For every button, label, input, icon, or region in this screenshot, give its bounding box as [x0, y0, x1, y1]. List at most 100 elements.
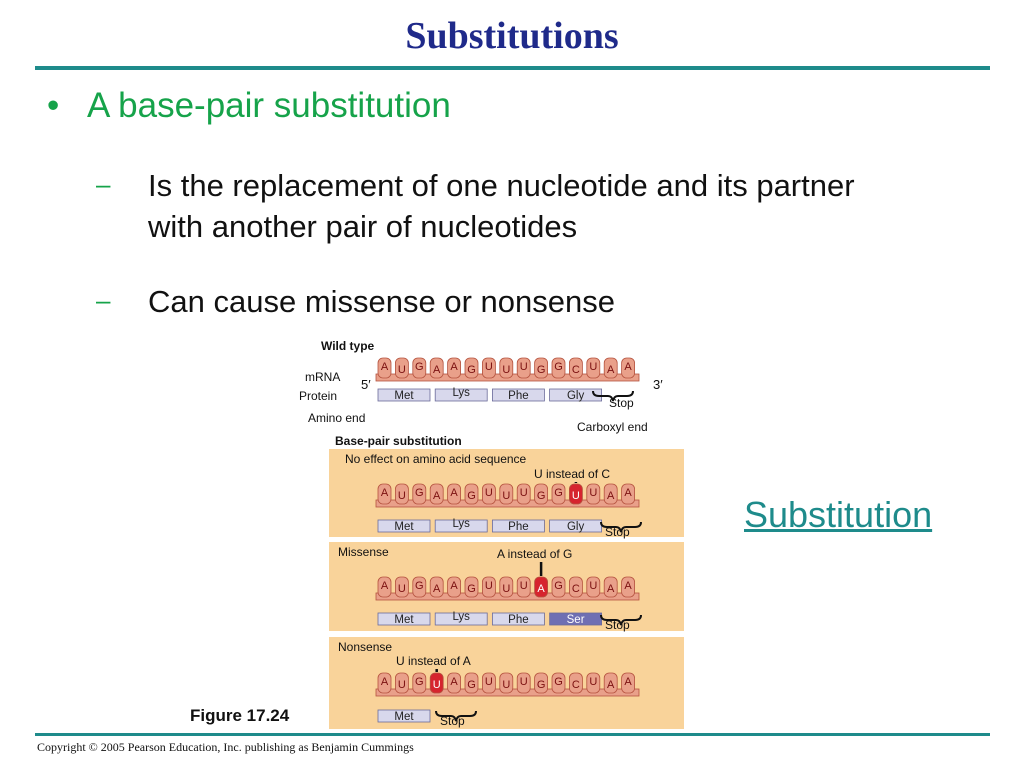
nucleotide-tab	[499, 576, 514, 598]
nucleotide-tab	[395, 483, 409, 505]
subpoint-2: – Can cause missense or nonsense	[96, 281, 888, 322]
amino-acid-label: Met	[394, 711, 414, 723]
amino-acid-box	[491, 519, 545, 533]
amino-acid-label: Ser	[567, 614, 585, 626]
nucleotide-base: G	[537, 364, 546, 376]
stop-label: Stop	[605, 525, 630, 539]
section-title: Base-pair substitution	[335, 434, 462, 448]
nucleotide-tab	[412, 357, 427, 379]
amino-end-label: Amino end	[308, 411, 365, 425]
nucleotide-base: U	[502, 583, 510, 595]
nucleotide-tab	[464, 672, 479, 694]
substitution-link[interactable]: Substitution	[744, 494, 933, 535]
nucleotide-tab	[481, 357, 496, 379]
nucleotide-tab	[429, 672, 444, 694]
nucleotide-base: A	[450, 361, 458, 373]
nucleotide-tab	[516, 483, 531, 505]
nucleotide-tab	[499, 357, 514, 379]
nucleotide-base: U	[520, 676, 528, 688]
nucleotide-base: G	[537, 490, 546, 502]
nucleotide-base: A	[381, 580, 389, 592]
nucleotide-tab	[377, 576, 392, 598]
nucleotide-base: U	[589, 580, 597, 592]
nucleotide-tab	[516, 672, 531, 694]
nucleotide-tab	[447, 576, 462, 598]
carboxyl-end-label: Carboxyl end	[577, 420, 648, 434]
nucleotide-base: U	[433, 679, 441, 691]
nucleotide-base: G	[415, 676, 424, 688]
nucleotide-base: A	[433, 583, 441, 595]
nucleotide-base: A	[381, 676, 389, 688]
nucleotide-tab	[603, 357, 618, 379]
nucleotide-base: U	[589, 361, 597, 373]
nucleotide-tab	[481, 672, 496, 694]
nucleotide-base: A	[450, 580, 458, 592]
nucleotide-base: A	[433, 490, 441, 502]
nucleotide-base: U	[485, 361, 493, 373]
figure-caption: Figure 17.24	[190, 706, 290, 725]
subpoint-2-text: Can cause missense or nonsense	[148, 284, 615, 319]
wild-type-label: Wild type	[321, 339, 375, 353]
nucleotide-base: A	[433, 364, 441, 376]
mutation-note: U instead of A	[396, 654, 471, 668]
nucleotide-tab	[534, 576, 549, 598]
stop-codon-brace	[600, 521, 642, 533]
nucleotide-tab	[621, 672, 636, 694]
amino-acid-box	[377, 388, 431, 402]
nucleotide-tab	[621, 576, 636, 598]
subpoint-1: – Is the replacement of one nucleotide a…	[96, 165, 888, 247]
nucleotide-tab	[568, 672, 583, 694]
nucleotide-base: U	[502, 490, 510, 502]
nucleotide-tab	[603, 483, 618, 505]
nucleotide-base: U	[398, 364, 406, 376]
nucleotide-tab	[586, 576, 601, 598]
nucleotide-base: G	[554, 580, 563, 592]
amino-acid-box	[377, 612, 431, 626]
nucleotide-base: G	[554, 361, 563, 373]
nucleotide-tab	[603, 576, 618, 598]
nucleotide-base: G	[467, 679, 476, 691]
nucleotide-tab	[464, 483, 479, 505]
amino-acid-label: Lys	[452, 387, 470, 399]
amino-acid-box	[491, 388, 545, 402]
nucleotide-base: G	[467, 490, 476, 502]
nucleotide-tab	[447, 483, 462, 505]
copyright-text: Copyright © 2005 Pearson Education, Inc.…	[37, 740, 414, 754]
amino-acid-label: Phe	[508, 521, 528, 533]
nucleotide-tab	[429, 483, 444, 505]
nucleotide-base: G	[415, 361, 424, 373]
amino-acid-label: Phe	[508, 614, 528, 626]
nucleotide-tab	[464, 357, 479, 379]
amino-acid-label: Met	[394, 614, 414, 626]
nucleotide-tab	[464, 576, 479, 598]
main-bullet: •A base-pair substitution	[47, 86, 451, 126]
amino-acid-label: Gly	[567, 390, 585, 402]
stop-codon-brace	[435, 710, 477, 722]
nucleotide-tab	[551, 576, 566, 598]
nucleotide-tab	[551, 483, 566, 505]
nucleotide-base: G	[537, 679, 546, 691]
protein-label: Protein	[299, 389, 337, 403]
nucleotide-base: U	[398, 490, 406, 502]
nucleotide-base: U	[398, 583, 406, 595]
nucleotide-tab	[377, 672, 392, 694]
amino-acid-label: Met	[394, 390, 414, 402]
nucleotide-tab	[499, 483, 514, 505]
nucleotide-tab	[377, 483, 392, 505]
nucleotide-tab	[621, 483, 636, 505]
panel-title: No effect on amino acid sequence	[345, 452, 527, 466]
amino-acid-label: Phe	[508, 390, 528, 402]
nucleotide-base: G	[467, 583, 476, 595]
nucleotide-base: U	[398, 679, 406, 691]
nucleotide-tab	[621, 357, 636, 379]
panel-title: Nonsense	[338, 640, 392, 654]
nucleotide-tab	[534, 357, 549, 379]
nucleotide-base: U	[589, 487, 597, 499]
nucleotide-base: U	[502, 679, 510, 691]
nucleotide-base: C	[572, 679, 580, 691]
nucleotide-base: A	[624, 361, 632, 373]
nucleotide-tab	[551, 672, 566, 694]
nucleotide-base: U	[485, 676, 493, 688]
nucleotide-base: A	[450, 676, 458, 688]
nucleotide-tab	[447, 672, 462, 694]
